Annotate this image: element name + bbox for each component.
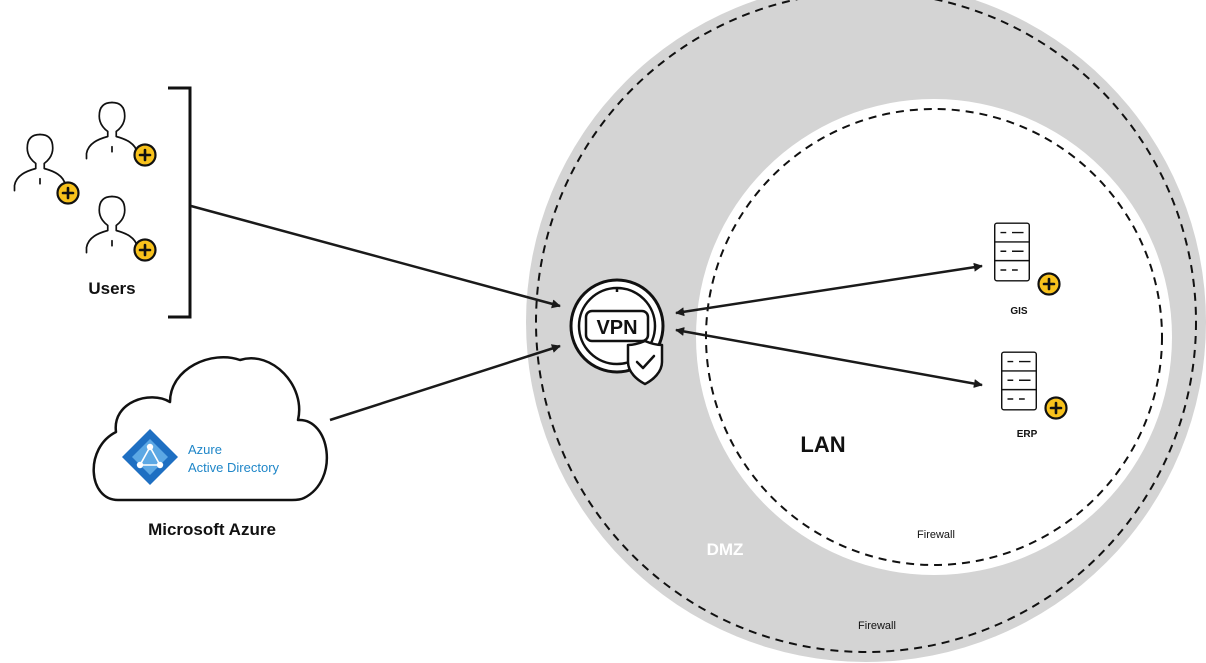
server-icon	[1000, 351, 1038, 411]
azure-ad-logo-icon	[122, 429, 178, 485]
lan-label: LAN	[800, 432, 845, 457]
users-label: Users	[88, 279, 135, 298]
dmz-label: DMZ	[707, 540, 744, 559]
azure-logo-text-line2: Active Directory	[188, 460, 280, 475]
users-to-vpn-arrow	[190, 204, 561, 309]
add-badge-icon	[133, 143, 157, 167]
add-badge-icon	[133, 238, 157, 262]
add-badge-icon	[1044, 396, 1068, 420]
dmz-firewall-label: Firewall	[858, 620, 896, 632]
user-icon	[85, 101, 139, 160]
microsoft-azure-label: Microsoft Azure	[148, 520, 276, 539]
azure-to-vpn-arrow	[329, 344, 561, 422]
shield-check-icon	[626, 339, 664, 386]
lan-firewall-label: Firewall	[917, 529, 955, 541]
lan-zone	[696, 99, 1172, 575]
users-bracket	[168, 86, 192, 319]
gis-server-label: GIS	[1010, 306, 1028, 317]
server-icon	[993, 222, 1031, 282]
add-badge-icon	[56, 181, 80, 205]
erp-server-label: ERP	[1017, 429, 1038, 440]
user-icon	[85, 195, 139, 254]
vpn-gis-arrow	[675, 262, 983, 317]
user-icon	[13, 133, 67, 192]
cloud-icon	[92, 356, 329, 502]
vpn-erp-arrow	[675, 327, 983, 388]
azure-logo-text-line1: Azure	[188, 442, 222, 457]
add-badge-icon	[1037, 272, 1061, 296]
check-icon	[635, 354, 656, 370]
dmz-firewall-boundary	[535, 0, 1197, 653]
vpn-label: VPN	[596, 317, 637, 339]
